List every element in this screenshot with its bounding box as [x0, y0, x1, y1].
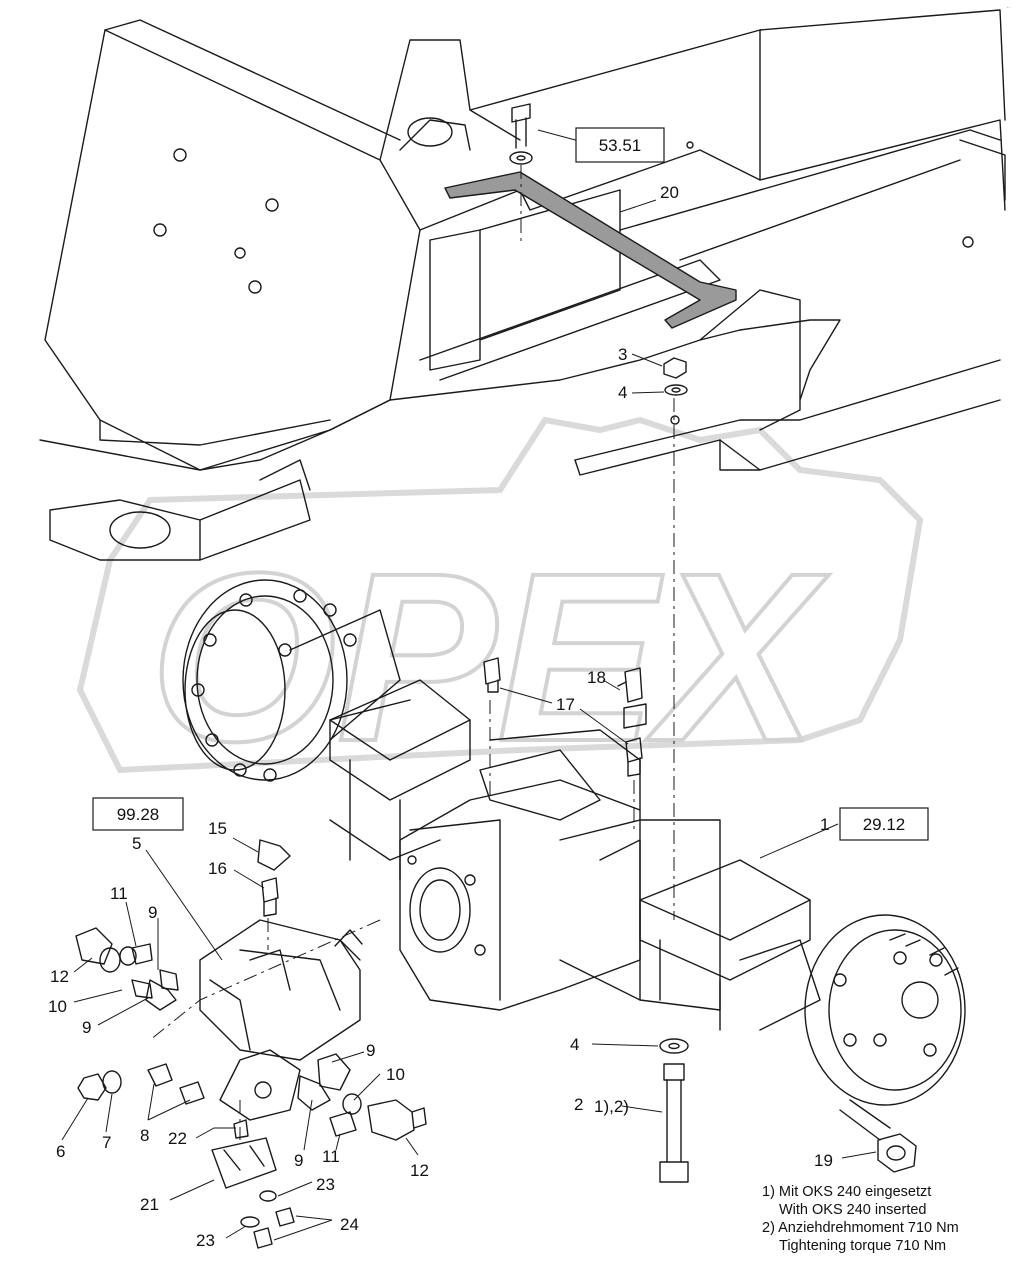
label-11-right: 11: [322, 1147, 340, 1166]
ref-box-29-12: [839, 807, 929, 841]
label-3: 3: [618, 345, 627, 364]
note-2: 2) Anziehdrehmoment 710 Nm: [762, 1220, 959, 1236]
ref-53-51-text: 53.51: [599, 136, 642, 155]
label-2: 2: [574, 1095, 583, 1114]
ref-99-28-text: 99.28: [117, 805, 160, 824]
label-1: 1: [820, 815, 829, 834]
note-2-en: Tightening torque 710 Nm: [779, 1238, 947, 1254]
bolt-top: [509, 103, 533, 165]
label-9-a: 9: [148, 903, 157, 922]
axle-assembly: [182, 579, 966, 1141]
label-6: 6: [56, 1142, 65, 1161]
label-9-c: 9: [366, 1041, 375, 1060]
nut-and-washer: [663, 357, 688, 396]
label-9-b: 9: [82, 1018, 91, 1037]
label-8: 8: [140, 1126, 149, 1145]
note-1: 1) Mit OKS 240 eingesetzt: [762, 1184, 932, 1200]
watermark-text: OPEX: [150, 523, 830, 791]
ref-box-53-51: [575, 127, 665, 163]
small-parts-right: [297, 1053, 427, 1141]
small-parts-left: [75, 927, 295, 1249]
label-18: 18: [587, 668, 606, 687]
note-1-en: With OKS 240 inserted: [779, 1202, 927, 1218]
label-24: 24: [340, 1215, 359, 1234]
part-labels: 20 3 4 18 17 1 5 15 16 11 9 12 10 9 9 10…: [48, 183, 833, 1250]
long-bolt: [659, 1038, 689, 1183]
ref-29-12-text: 29.12: [863, 815, 906, 834]
label-17: 17: [556, 695, 575, 714]
label-23-top: 23: [316, 1175, 335, 1194]
label-20: 20: [660, 183, 679, 202]
leader-lines: [61, 129, 877, 1241]
plate-part-20: [444, 171, 737, 329]
label-10-left: 10: [48, 997, 67, 1016]
label-12-left: 12: [50, 967, 69, 986]
label-21: 21: [140, 1195, 159, 1214]
label-5: 5: [132, 834, 141, 853]
corner-mark: ..: [1006, 4, 1010, 10]
wheel-nut: [877, 1133, 917, 1173]
label-7: 7: [102, 1133, 111, 1152]
label-4-top: 4: [618, 383, 627, 402]
label-16: 16: [208, 859, 227, 878]
label-4-bottom: 4: [570, 1035, 579, 1054]
watermark: OPEX: [76, 416, 924, 793]
label-11-left: 11: [110, 884, 128, 903]
label-12-right: 12: [410, 1161, 429, 1180]
label-22: 22: [168, 1129, 187, 1148]
fittings: [257, 657, 647, 917]
label-19: 19: [814, 1151, 833, 1170]
label-2-note: 1),2): [594, 1097, 629, 1116]
label-10-right: 10: [386, 1065, 405, 1084]
hydraulic-motor: [199, 919, 363, 1121]
reference-boxes: 53.51 99.28 29.12: [92, 127, 929, 841]
label-9-d: 9: [294, 1151, 303, 1170]
label-23-bottom: 23: [196, 1231, 215, 1250]
center-lines: [149, 165, 675, 1140]
label-15: 15: [208, 819, 227, 838]
ref-box-99-28: [92, 797, 184, 831]
footnotes: 1) Mit OKS 240 eingesetzt With OKS 240 i…: [762, 1183, 959, 1255]
